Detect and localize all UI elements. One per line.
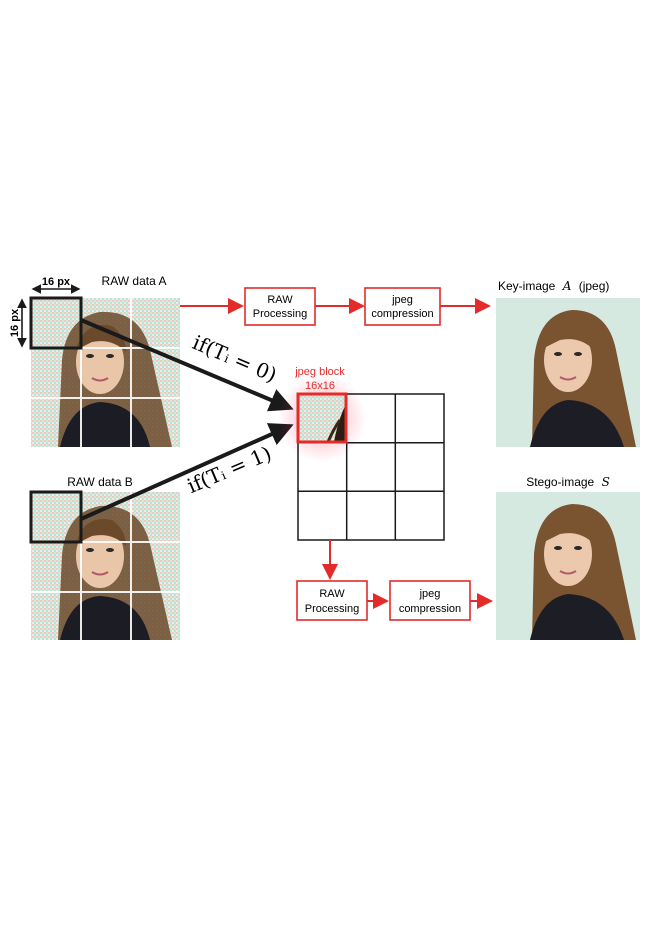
- jpeg-block-label-line2: 16x16: [305, 380, 335, 392]
- stego-image-symbol: S: [602, 475, 610, 489]
- top-raw-processing-line1: RAW: [267, 294, 293, 306]
- key-image-label: Key-image A (jpeg): [498, 279, 609, 293]
- jpeg-block-content: [298, 394, 346, 442]
- width-label: 16 px: [42, 276, 71, 288]
- key-image-symbol: A: [562, 279, 572, 293]
- bottom-jpeg-compression-line1: jpeg: [419, 588, 441, 600]
- key-image-label-prefix: Key-image: [498, 279, 556, 293]
- top-raw-processing-line2: Processing: [253, 308, 307, 320]
- arrow-raw-b-to-block: [80, 423, 294, 521]
- bottom-raw-processing-line2: Processing: [305, 603, 359, 615]
- top-jpeg-compression-line2: compression: [371, 308, 433, 320]
- top-jpeg-compression-line1: jpeg: [391, 294, 413, 306]
- key-image-photo: [496, 298, 640, 447]
- condition-t0-label: if(Tᵢ = 0): [189, 330, 280, 387]
- jpeg-block-grid: [297, 393, 445, 541]
- stego-image-label-prefix: Stego-image: [526, 475, 594, 489]
- raw-data-b-image: [31, 492, 180, 640]
- top-jpeg-compression-box: [364, 287, 441, 326]
- bottom-jpeg-compression-box: [389, 580, 471, 621]
- bottom-raw-processing-line1: RAW: [319, 588, 345, 600]
- raw-data-a-title: RAW data A: [102, 274, 167, 288]
- raw-data-b-title: RAW data B: [67, 475, 133, 489]
- jpeg-block-highlight: [296, 392, 348, 444]
- height-label: 16 px: [9, 308, 21, 337]
- stego-image-photo: [496, 492, 640, 640]
- arrow-raw-a-to-block: [80, 318, 294, 412]
- jpeg-block-label-line1: jpeg block: [294, 366, 345, 378]
- key-image-label-suffix: (jpeg): [579, 279, 610, 293]
- stego-image-label: Stego-image S: [526, 475, 610, 489]
- raw-data-a-image: [31, 298, 180, 447]
- condition-t1-label: if(Tᵢ = 1): [184, 441, 275, 498]
- bottom-jpeg-compression-line2: compression: [399, 603, 461, 615]
- raw-a-selected-block: [29, 296, 83, 350]
- top-raw-processing-box: [244, 287, 316, 326]
